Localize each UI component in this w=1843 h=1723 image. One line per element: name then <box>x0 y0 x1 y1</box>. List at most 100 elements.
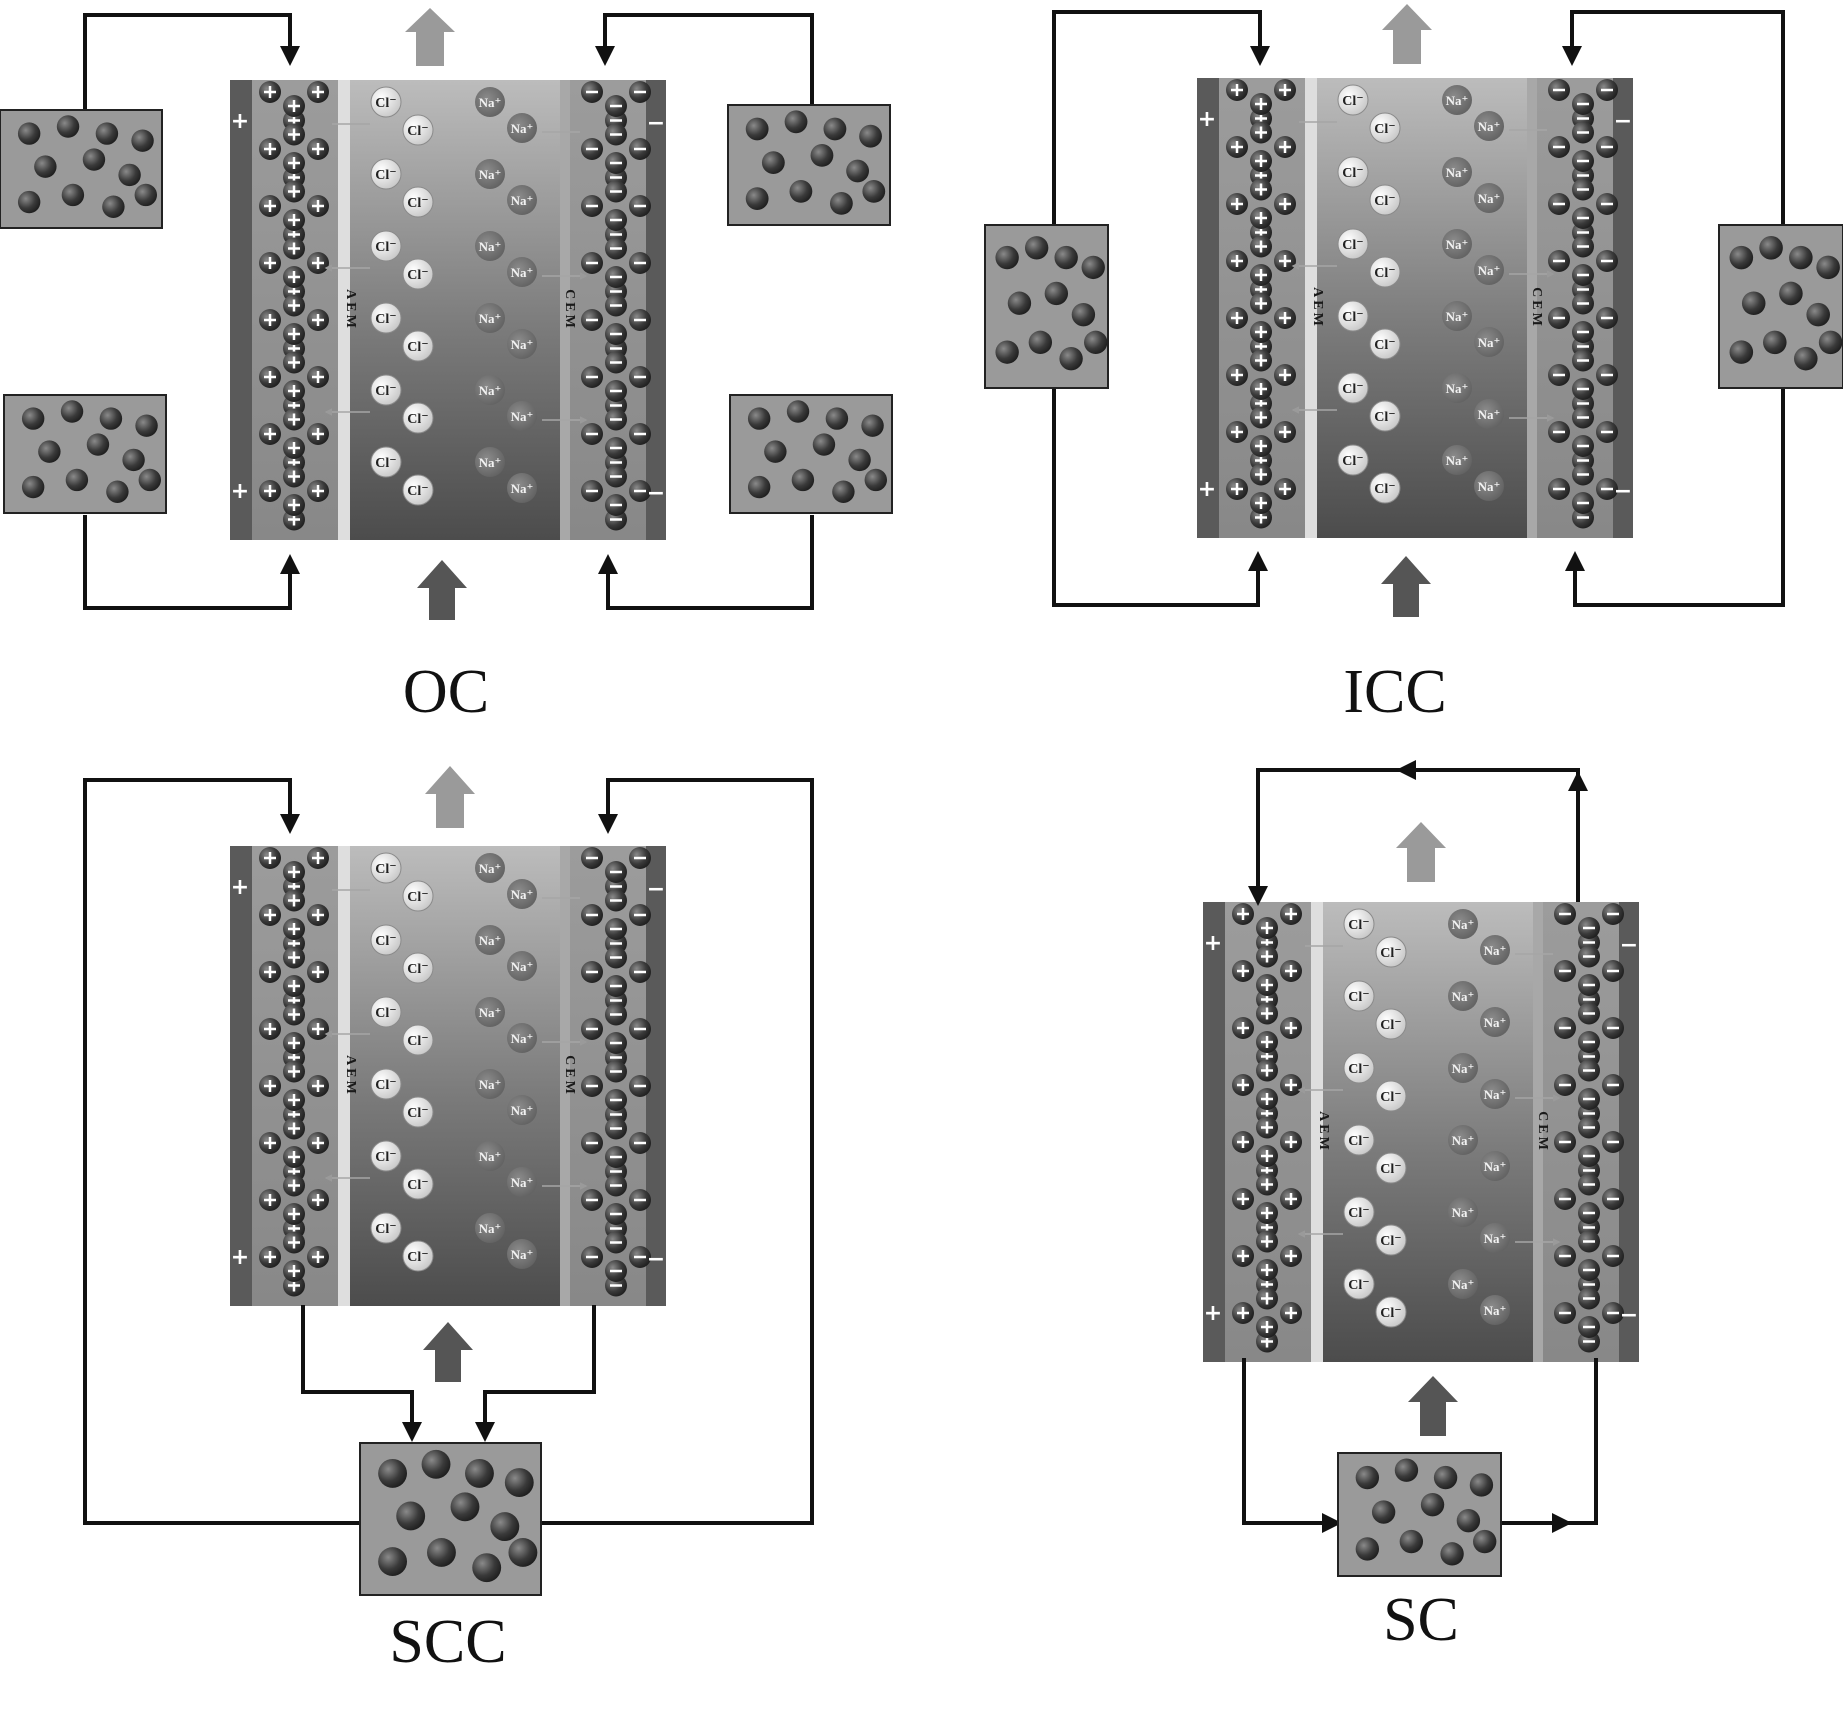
salt-particle <box>60 400 84 423</box>
cathode-minus-sign: − <box>1620 1303 1638 1328</box>
chloride-ion <box>402 330 434 362</box>
salt-particle <box>1007 291 1032 315</box>
sodium-label: Na⁺ <box>479 1149 502 1164</box>
chloride-ion <box>1369 328 1401 360</box>
flow-arrows-oc <box>405 8 467 620</box>
sodium-label: Na⁺ <box>511 337 534 352</box>
chloride-ion <box>1375 1224 1407 1256</box>
salt-particle <box>86 433 110 456</box>
sodium-label: Na⁺ <box>479 239 502 254</box>
sodium-ion <box>507 1095 537 1125</box>
salt-particle <box>1420 1492 1445 1517</box>
chloride-label: Cl⁻ <box>1348 1062 1369 1077</box>
sodium-label: Na⁺ <box>511 1031 534 1046</box>
sodium-label: Na⁺ <box>511 887 534 902</box>
chloride-label: Cl⁻ <box>1374 338 1395 353</box>
salt-particle <box>745 187 769 211</box>
chloride-label: Cl⁻ <box>375 862 396 877</box>
salt-particle <box>135 414 158 437</box>
salt-particle <box>421 1449 451 1479</box>
sodium-ion <box>1448 1197 1478 1227</box>
sodium-label: Na⁺ <box>1446 93 1469 108</box>
salt-particle <box>396 1501 426 1531</box>
sodium-label: Na⁺ <box>479 311 502 326</box>
sodium-ion <box>1448 981 1478 1011</box>
circuit-wires-icc <box>1052 10 1785 607</box>
sodium-label: Na⁺ <box>511 1103 534 1118</box>
chloride-label: Cl⁻ <box>375 168 396 183</box>
chloride-ion <box>370 446 402 478</box>
sodium-ion <box>507 1023 537 1053</box>
salt-particle <box>102 195 125 218</box>
salt-particle <box>1433 1465 1458 1490</box>
sodium-ion <box>1442 445 1472 475</box>
salt-particle <box>450 1492 480 1522</box>
chloride-ion <box>370 230 402 262</box>
salt-particle <box>810 144 834 167</box>
inflow-arrow <box>1408 1376 1458 1436</box>
aem-label: AEM <box>1316 1111 1331 1153</box>
sodium-ion <box>475 375 505 405</box>
sodium-ion <box>1448 909 1478 939</box>
chloride-ion <box>1375 1080 1407 1112</box>
chloride-ion <box>1337 372 1369 404</box>
chloride-ion <box>1375 1008 1407 1040</box>
salt-particle <box>122 448 145 472</box>
sodium-ion <box>1480 935 1510 965</box>
chloride-ion <box>1337 84 1369 116</box>
sodium-ion <box>475 303 505 333</box>
cathode-minus-sign: − <box>647 481 665 506</box>
chloride-label: Cl⁻ <box>1342 166 1363 181</box>
sodium-label: Na⁺ <box>511 481 534 496</box>
chloride-ion <box>1343 1124 1375 1156</box>
sodium-label: Na⁺ <box>1484 1159 1507 1174</box>
chloride-label: Cl⁻ <box>407 484 428 499</box>
chloride-ion <box>402 952 434 984</box>
circuit-wires-scc <box>83 778 814 1525</box>
sodium-ion <box>507 401 537 431</box>
salt-particle <box>1818 330 1843 355</box>
chloride-ion <box>1343 1052 1375 1084</box>
chloride-label: Cl⁻ <box>407 1250 428 1265</box>
sodium-label: Na⁺ <box>479 95 502 110</box>
chloride-label: Cl⁻ <box>1374 122 1395 137</box>
chloride-ion <box>370 1140 402 1172</box>
salt-particle <box>1741 291 1766 316</box>
salt-particle <box>864 468 888 492</box>
salt-particle <box>1729 340 1754 364</box>
sodium-label: Na⁺ <box>479 933 502 948</box>
feed-box-icc-right <box>1718 224 1843 389</box>
salt-particle <box>95 122 119 145</box>
anode-plus-sign: + <box>231 1245 249 1270</box>
salt-particle <box>1044 281 1069 306</box>
sodium-ion <box>1474 327 1504 357</box>
chloride-ion <box>370 852 402 884</box>
panel-caption-sc: SC <box>1383 1586 1459 1654</box>
flow-arrows-scc <box>423 766 475 1382</box>
salt-particle <box>830 192 853 215</box>
chloride-label: Cl⁻ <box>1348 1278 1369 1293</box>
outflow-arrow <box>405 8 455 66</box>
inflow-arrow <box>423 1322 473 1382</box>
sodium-label: Na⁺ <box>1452 989 1475 1004</box>
chloride-ion <box>370 996 402 1028</box>
salt-particle <box>1794 346 1818 371</box>
chloride-label: Cl⁻ <box>1342 454 1363 469</box>
salt-particle <box>764 440 787 463</box>
sodium-label: Na⁺ <box>1446 381 1469 396</box>
sodium-ion <box>507 879 537 909</box>
sodium-label: Na⁺ <box>511 121 534 136</box>
chloride-ion <box>1369 472 1401 504</box>
cem-membrane <box>1533 902 1543 1362</box>
chloride-label: Cl⁻ <box>407 412 428 427</box>
cathode-minus-sign: − <box>647 1247 665 1272</box>
sodium-label: Na⁺ <box>511 193 534 208</box>
aem-membrane <box>338 80 350 540</box>
salt-particle <box>862 180 886 203</box>
chloride-ion <box>402 402 434 434</box>
salt-particle <box>1355 1537 1380 1561</box>
sodium-ion <box>1480 1295 1510 1325</box>
salt-particle <box>465 1458 494 1488</box>
salt-particle <box>784 110 808 134</box>
